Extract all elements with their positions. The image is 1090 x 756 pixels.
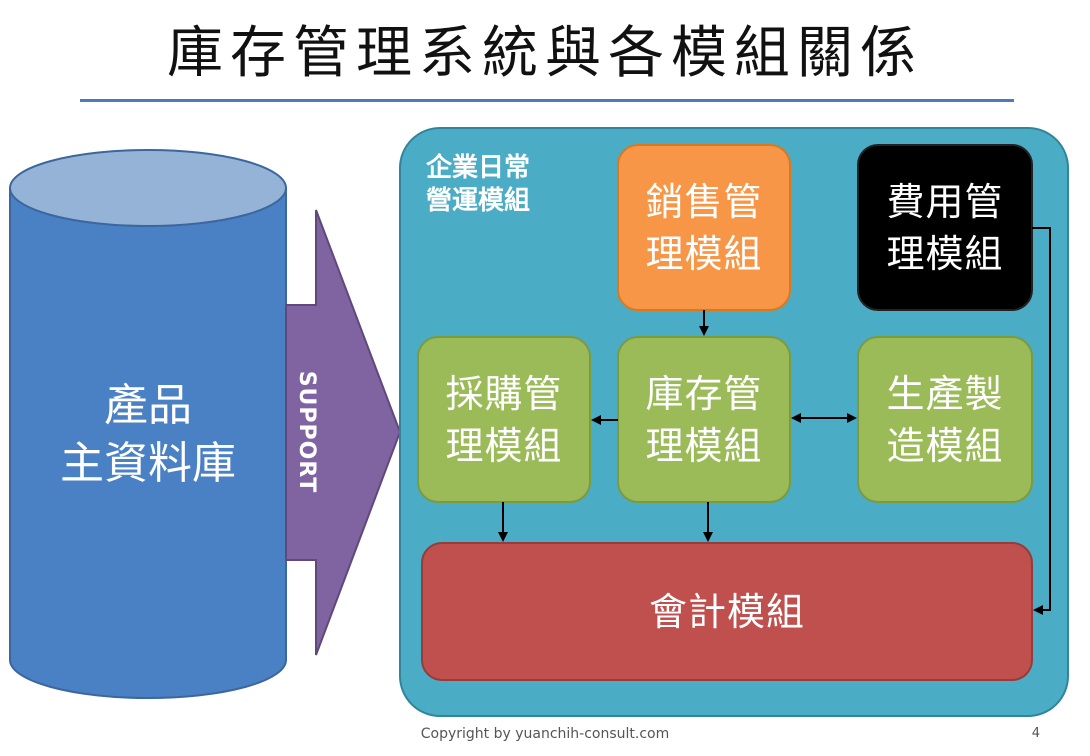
production-module-label: 生產製 造模組: [858, 337, 1032, 502]
title-underline: [80, 99, 1014, 102]
purchasing-module-line1: 採購管: [445, 371, 563, 416]
accounting-module-box: [421, 542, 1033, 681]
page-number: 4: [1031, 726, 1040, 741]
sales-module-line2: 理模組: [645, 231, 763, 276]
purchasing-module-line2: 理模組: [445, 423, 563, 468]
group-label-line1: 企業日常: [426, 153, 531, 183]
connector-expense-to-accounting: [1032, 227, 1051, 615]
sales-module-label: 銷售管 理模組: [618, 145, 790, 310]
support-arrow-label: SUPPORT: [294, 370, 319, 494]
production-module-box: [857, 336, 1033, 503]
database-label-line2: 主資料庫: [60, 438, 236, 489]
purchasing-module-label: 採購管 理模組: [418, 337, 590, 502]
copyright-footer: Copyright by yuanchih-consult.com: [420, 726, 670, 742]
inventory-module-label: 庫存管 理模組: [618, 337, 790, 502]
production-module-line1: 生產製: [886, 371, 1004, 416]
inventory-module-line2: 理模組: [645, 423, 763, 468]
inventory-module-line1: 庫存管: [645, 371, 763, 416]
operations-group-label: 企業日常 營運模組: [426, 152, 586, 218]
accounting-module-label: 會計模組: [648, 589, 805, 634]
group-label-line2: 營運模組: [426, 186, 531, 216]
production-module-line2: 造模組: [886, 423, 1004, 468]
expense-module-line1: 費用管: [886, 179, 1004, 224]
page-title: 庫存管理系統與各模組關係: [167, 21, 923, 86]
product-master-database: [9, 149, 287, 699]
sales-module-line1: 銷售管: [645, 179, 763, 224]
database-label: 產品 主資料庫: [10, 360, 286, 510]
database-label-line1: 產品: [104, 380, 192, 431]
expense-module-line2: 理模組: [886, 231, 1004, 276]
expense-module-label: 費用管 理模組: [858, 145, 1032, 310]
support-arrow: [285, 209, 402, 656]
